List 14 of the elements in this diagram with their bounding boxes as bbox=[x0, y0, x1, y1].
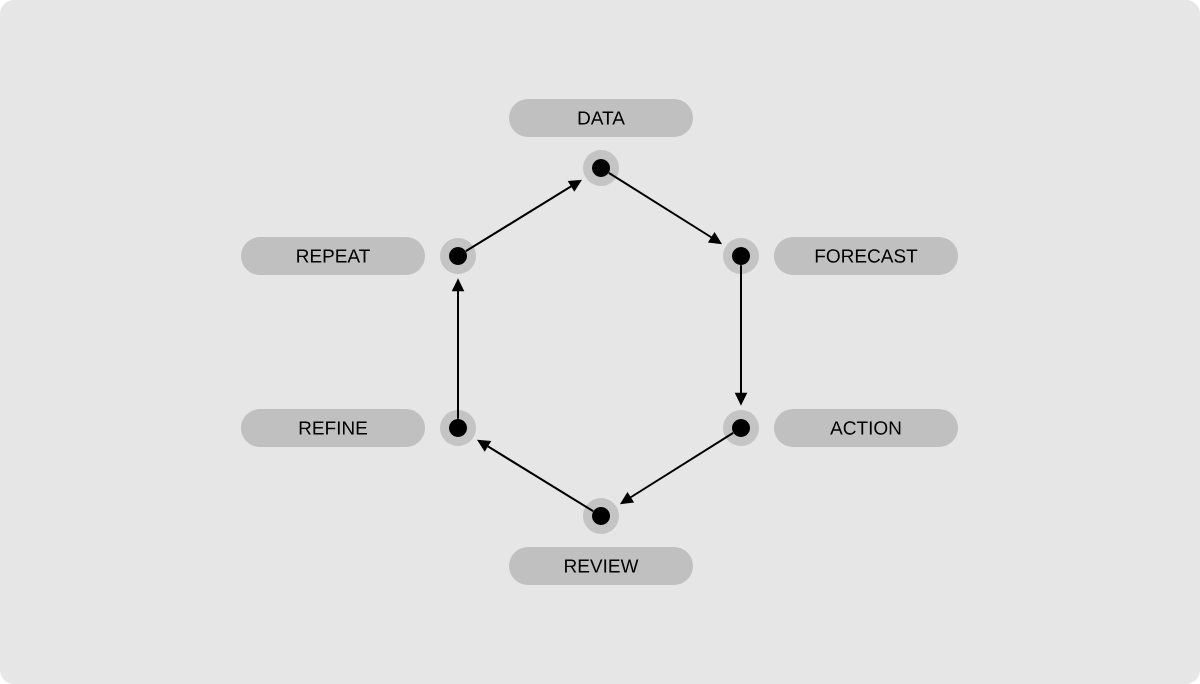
label-pill: ACTION bbox=[774, 409, 958, 447]
label-pill: FORECAST bbox=[774, 237, 958, 275]
dot bbox=[723, 410, 759, 446]
dot bbox=[583, 498, 619, 534]
label-pill: REVIEW bbox=[509, 547, 693, 585]
dot bbox=[440, 238, 476, 274]
arrow bbox=[464, 179, 582, 253]
arrow bbox=[477, 439, 595, 513]
dot bbox=[723, 238, 759, 274]
label-pill: DATA bbox=[509, 99, 693, 137]
label-pill: REPEAT bbox=[241, 237, 425, 275]
dot bbox=[440, 410, 476, 446]
label-pill: REFINE bbox=[241, 409, 425, 447]
dot bbox=[583, 150, 619, 186]
